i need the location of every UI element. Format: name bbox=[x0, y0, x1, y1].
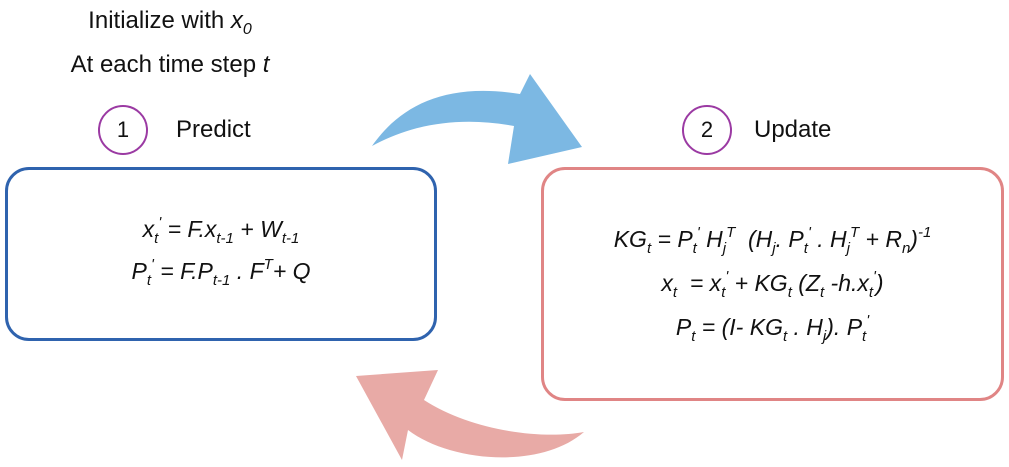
step-2-number: 2 bbox=[700, 117, 714, 142]
predict-box: xt' = F.xt-1 + Wt-1 Pt' = F.Pt-1 . FT+ Q bbox=[5, 167, 437, 341]
update-equation-1: KGt = Pt' HjT (Hj. Pt' . HjT + Rn)-1 bbox=[613, 224, 932, 257]
step-1-label: Predict bbox=[176, 116, 251, 143]
intro-line-1-text: Initialize with bbox=[88, 7, 231, 34]
step-2-circle: 2 bbox=[682, 105, 732, 155]
step-1-number: 1 bbox=[116, 117, 130, 142]
intro-var-x: x bbox=[230, 7, 243, 34]
intro-line-2: At each time step t bbox=[0, 50, 340, 80]
intro-line-1: Initialize with x0 bbox=[0, 6, 340, 38]
intro-text: Initialize with x0 At each time step t bbox=[0, 6, 340, 80]
step-2-label: Update bbox=[754, 116, 832, 143]
back-arrow bbox=[356, 370, 584, 460]
predict-equation-2: Pt' = F.Pt-1 . FT+ Q bbox=[131, 256, 311, 289]
update-equation-3: Pt = (I- KGt . Hj). Pt' bbox=[675, 312, 870, 345]
forward-arrow bbox=[372, 74, 582, 164]
intro-var-t: t bbox=[262, 51, 270, 78]
intro-line-2-text: At each time step bbox=[70, 51, 263, 78]
predict-equation-1: xt' = F.xt-1 + Wt-1 bbox=[142, 214, 300, 247]
intro-var-sub: 0 bbox=[242, 20, 252, 38]
step-1-circle: 1 bbox=[98, 105, 148, 155]
update-box: KGt = Pt' HjT (Hj. Pt' . HjT + Rn)-1 xt … bbox=[541, 167, 1004, 401]
update-equation-2: xt = xt' + KGt (Zt -h.xt') bbox=[661, 268, 884, 301]
